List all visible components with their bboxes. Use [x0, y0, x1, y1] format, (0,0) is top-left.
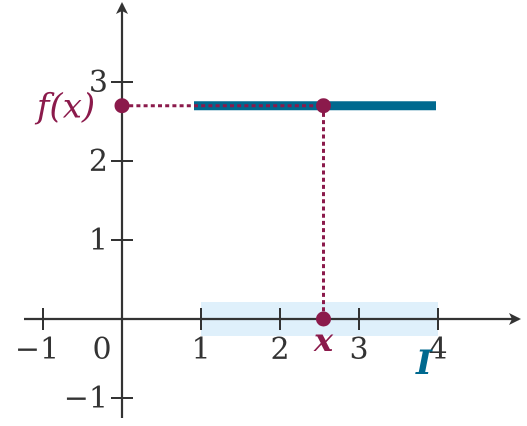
x-tick-label: −1 — [15, 332, 59, 367]
point-on-graph — [316, 98, 331, 114]
x-tick-label: 0 — [92, 332, 111, 367]
y-tick-labels: −1 1 2 3 — [64, 65, 108, 416]
interval-label: I — [415, 343, 433, 383]
x-tick-label: 2 — [270, 332, 289, 367]
x-point-on-axis — [316, 311, 331, 327]
x-tick-labels: −1 0 1 2 3 4 — [15, 332, 448, 367]
x-tick-label: 1 — [191, 332, 210, 367]
y-tick-label: −1 — [64, 381, 108, 416]
y-tick-label: 3 — [89, 65, 108, 100]
fx-point-on-y-axis — [114, 98, 130, 114]
function-label: f(x) — [34, 87, 95, 127]
x-tick-label: 4 — [428, 332, 447, 367]
y-tick-label: 2 — [89, 144, 108, 179]
point-label: x — [313, 321, 334, 359]
y-tick-label: 1 — [89, 223, 108, 258]
x-tick-label: 3 — [349, 332, 368, 367]
